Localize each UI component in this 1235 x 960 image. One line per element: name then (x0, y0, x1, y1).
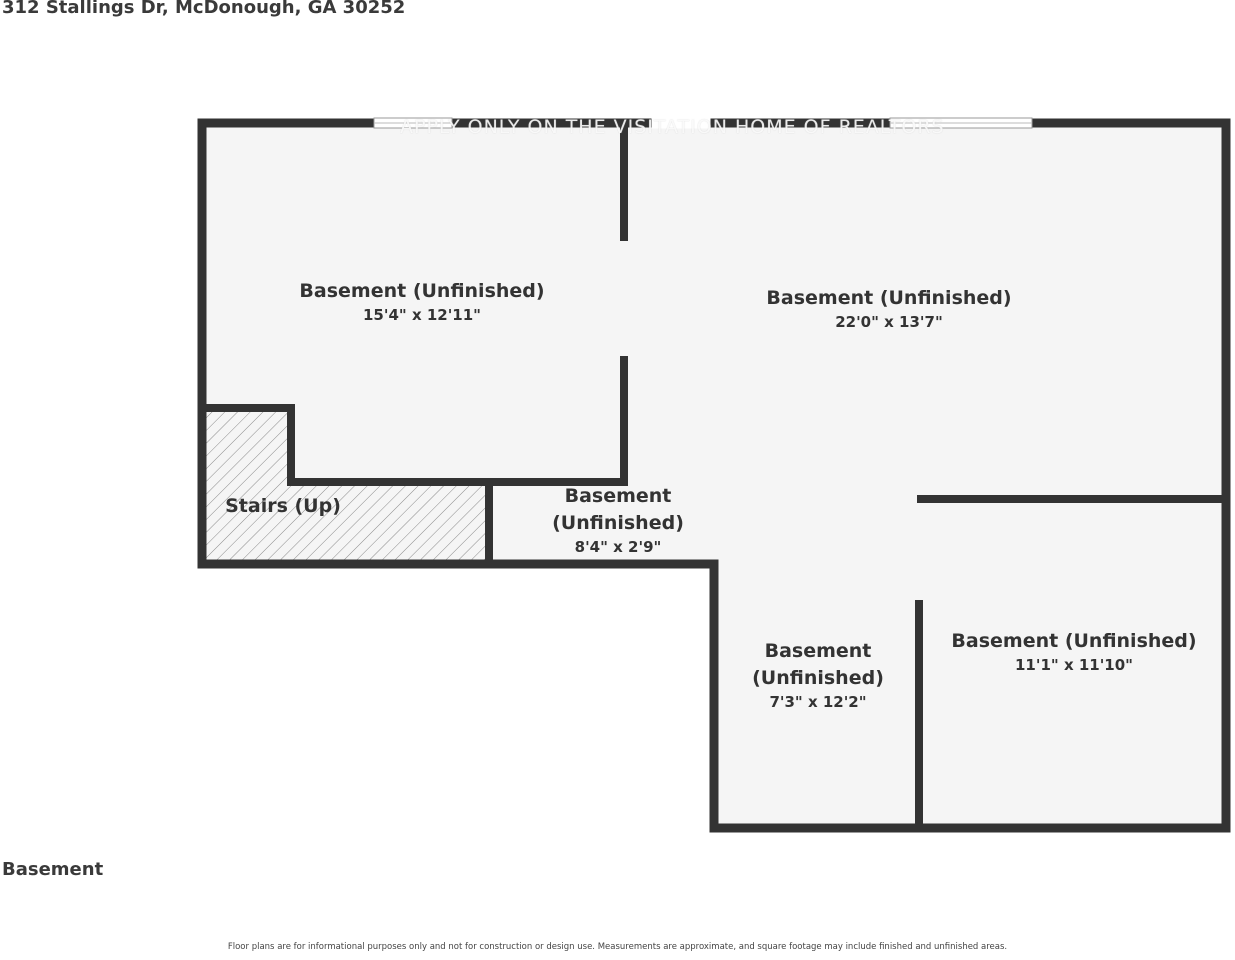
room-name: Basement (Unfinished) (299, 280, 545, 302)
room-dimensions: 8'4" x 2'9" (574, 538, 662, 556)
room-label-basement-corner: Basement (Unfinished) 11'1" x 11'10" (951, 628, 1196, 675)
room-dimensions: 11'1" x 11'10" (1015, 656, 1133, 674)
disclaimer-text: Floor plans are for informational purpos… (227, 942, 1008, 952)
room-name-line2: (Unfinished) (552, 512, 684, 534)
room-label-basement-hall: Basement (Unfinished) 8'4" x 2'9" (552, 483, 684, 557)
room-name: Basement (Unfinished) (766, 287, 1012, 309)
room-name: Basement (764, 640, 872, 662)
room-label-basement-small: Basement (Unfinished) 7'3" x 12'2" (752, 638, 884, 712)
wall (206, 356, 628, 486)
room-name: Basement (Unfinished) (951, 630, 1197, 652)
window (651, 117, 711, 129)
floor-area (202, 123, 1226, 828)
room-name-line2: (Unfinished) (752, 667, 884, 689)
room-label-basement-right: Basement (Unfinished) 22'0" x 13'7" (766, 285, 1011, 332)
watermark-text: APPLY ONLY ON THE VISITATION HOME OF REA… (400, 116, 945, 138)
room-name: Basement (564, 485, 672, 507)
exterior-wall (197, 118, 1231, 833)
property-address: 312 Stallings Dr, McDonough, GA 30252 (2, 0, 406, 18)
room-name: Stairs (Up) (225, 495, 341, 517)
room-dimensions: 15'4" x 12'11" (363, 306, 481, 324)
room-label-basement-left: Basement (Unfinished) 15'4" x 12'11" (299, 278, 544, 325)
windows (373, 117, 1033, 129)
room-label-stairs: Stairs (Up) (225, 493, 341, 520)
room-dimensions: 22'0" x 13'7" (835, 313, 943, 331)
floor-level-label: Basement (2, 859, 104, 880)
room-dimensions: 7'3" x 12'2" (769, 693, 867, 711)
interior-walls (206, 123, 1226, 828)
